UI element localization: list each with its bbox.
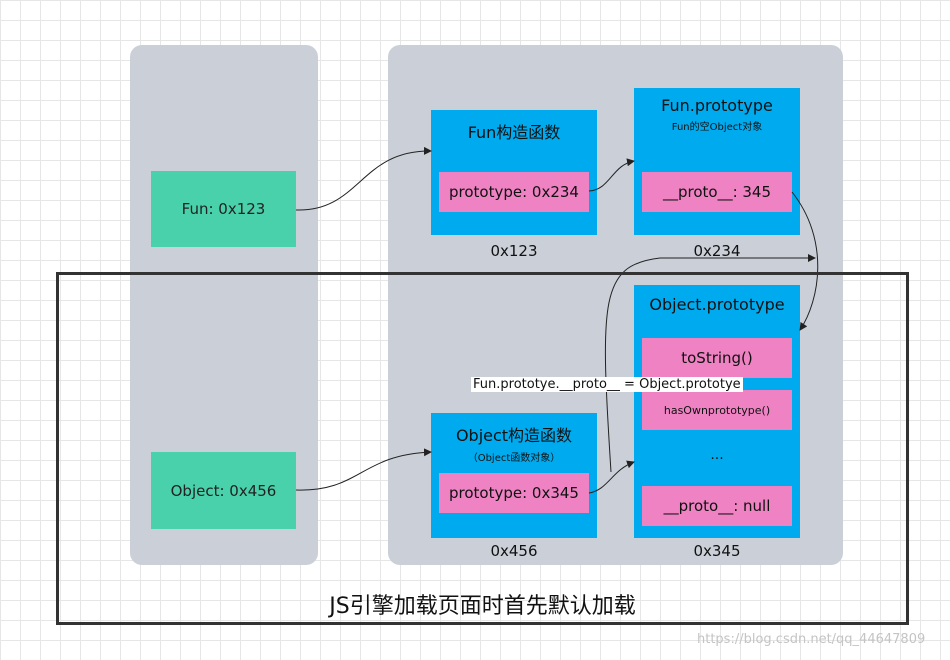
- object-prototype-address: 0x345: [693, 542, 741, 560]
- stack-var-object: Object: 0x456: [151, 452, 296, 529]
- arrow-object-ctor-to-address-label: [604, 254, 816, 473]
- arrow-fun-prototype-ref: [588, 158, 635, 192]
- default-load-region: [56, 272, 909, 625]
- arrow-object-prototype-ref: [588, 460, 635, 494]
- arrow-fun-proto-to-object-prototype: [791, 191, 819, 331]
- fun-prototype-address: 0x234: [693, 242, 741, 260]
- object-prototype-tostring-prop: toString(): [642, 338, 792, 378]
- fun-constructor-title: Fun构造函数: [467, 123, 561, 142]
- arrow-fun-var-to-constructor: [295, 146, 432, 211]
- object-prototype-title: Object.prototype: [649, 295, 785, 314]
- object-constructor-box: Object构造函数 （Object函数对象） prototype: 0x345: [431, 413, 597, 538]
- fun-prototype-proto-prop: __proto__: 345: [642, 172, 792, 212]
- object-prototype-ellipsis: ...: [710, 447, 724, 463]
- arrow-object-var-to-constructor: [295, 448, 432, 491]
- object-prototype-hasownprototype-prop: hasOwnprototype(): [642, 390, 792, 430]
- object-constructor-subtitle: （Object函数对象）: [467, 453, 561, 464]
- object-constructor-address: 0x456: [490, 542, 538, 560]
- stack-var-fun: Fun: 0x123: [151, 171, 296, 247]
- fun-constructor-prototype-prop: prototype: 0x234: [439, 172, 589, 212]
- watermark: https://blog.csdn.net/qq_44647809: [697, 632, 926, 647]
- fun-prototype-box: Fun.prototype Fun的空Object对象 __proto__: 3…: [634, 88, 800, 235]
- object-prototype-proto-null-prop: __proto__: null: [642, 486, 792, 526]
- object-constructor-title: Object构造函数: [455, 426, 573, 445]
- object-constructor-prototype-prop: prototype: 0x345: [439, 473, 589, 513]
- proto-chain-annotation: Fun.prototye.__proto__ = Object.prototye: [471, 377, 743, 392]
- fun-constructor-box: Fun构造函数 prototype: 0x234: [431, 110, 597, 235]
- fun-prototype-title: Fun.prototype: [661, 96, 773, 115]
- fun-prototype-subtitle: Fun的空Object对象: [671, 122, 763, 133]
- object-prototype-box: Object.prototype toString() hasOwnprotot…: [634, 285, 800, 538]
- default-load-caption: JS引擎加载页面时首先默认加载: [329, 594, 636, 619]
- fun-constructor-address: 0x123: [490, 242, 538, 260]
